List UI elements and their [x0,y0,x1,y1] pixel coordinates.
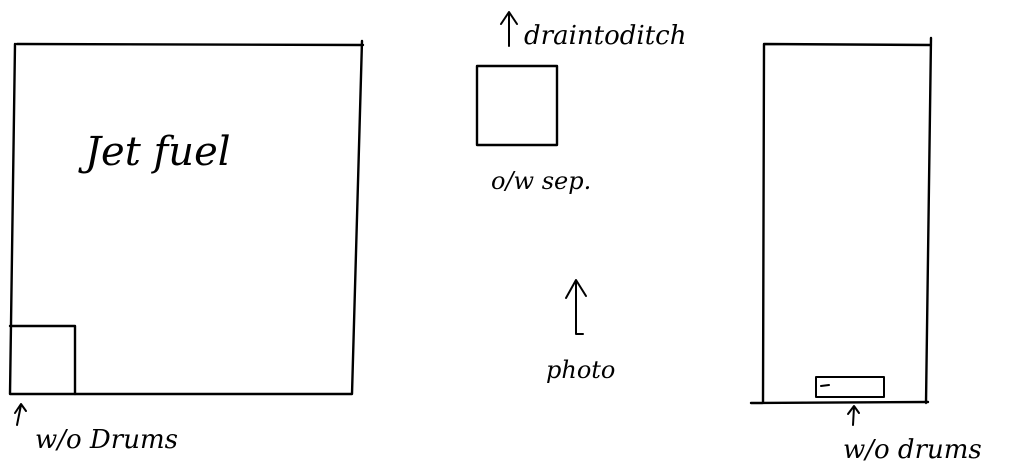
jet-fuel-label: Jet fuel [78,129,231,175]
ow-sep-label: o/w sep. [491,167,591,195]
jet-fuel-area [8,39,365,396]
ow-separator-box [475,64,559,147]
arrow-up-icon [565,279,587,335]
wo-drums-box-right [815,376,885,398]
wo-drums-right-label: w/o drums [843,435,982,465]
right-area [749,36,933,405]
photo-label: photo [546,356,615,384]
wo-drums-left-label: w/o Drums [35,425,178,455]
wo-drums-box-left [8,324,77,396]
arrow-up-icon [14,403,27,426]
drain-to-ditch-label: draintoditch [524,21,686,51]
arrow-up-icon [500,11,518,47]
arrow-up-icon [847,405,860,426]
